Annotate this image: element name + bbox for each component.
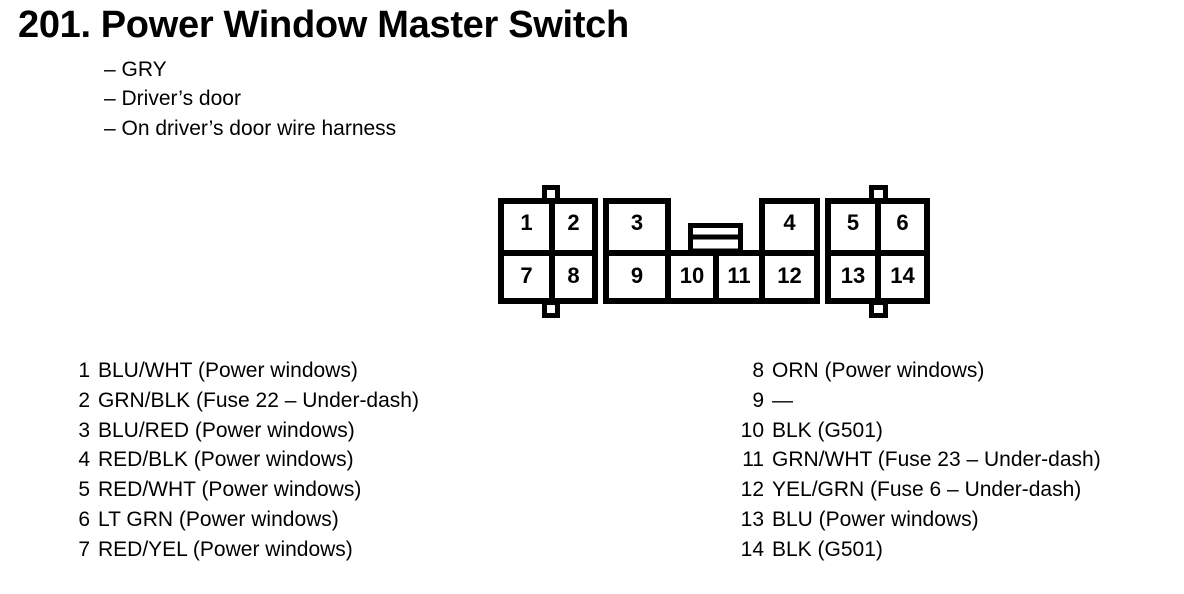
pin-number: 8 [752, 359, 764, 382]
connector-cell-9: 9 [631, 263, 643, 288]
pin-number: 9 [752, 388, 764, 412]
pin-row-7: 7 RED/YEL (Power windows) [62, 535, 419, 565]
pin-description: BLK (G501) [772, 418, 883, 442]
pin-list-left: 1 BLU/WHT (Power windows) 2 GRN/BLK (Fus… [62, 356, 419, 565]
pin-number: 10 [740, 418, 764, 442]
pin-description: RED/BLK (Power windows) [98, 448, 354, 472]
connector-cell-4: 4 [783, 210, 796, 235]
pin-number: 7 [78, 537, 90, 561]
pin-number: 11 [742, 448, 764, 472]
connector-cell-2: 2 [567, 210, 579, 235]
pin-row-11: 11 GRN/WHT (Fuse 23 – Under-dash) [736, 445, 1101, 475]
connector-cell-5: 5 [847, 210, 859, 235]
pin-row-6: 6 LT GRN (Power windows) [62, 505, 419, 535]
connector-cell-3: 3 [631, 210, 643, 235]
page-title: Power Window Master Switch [100, 4, 629, 46]
pin-row-2: 2 GRN/BLK (Fuse 22 – Under-dash) [62, 386, 419, 416]
connector-cell-13: 13 [841, 263, 865, 288]
pin-number: 1 [78, 359, 90, 382]
pin-number: 3 [78, 418, 90, 442]
pin-row-13: 13 BLU (Power windows) [736, 505, 1101, 535]
pin-description: — [772, 388, 793, 412]
connector-cell-8: 8 [567, 263, 579, 288]
pin-description: YEL/GRN (Fuse 6 – Under-dash) [772, 478, 1082, 502]
connector-cell-10: 10 [680, 263, 704, 288]
pin-number: 4 [78, 448, 90, 472]
pin-description: BLU/WHT (Power windows) [98, 359, 358, 382]
note-line-color: – GRY [104, 58, 167, 81]
connector-cell-14: 14 [890, 263, 915, 288]
pin-row-12: 12 YEL/GRN (Fuse 6 – Under-dash) [736, 475, 1101, 505]
connector-notes: – GRY – Driver’s door – On driver’s door… [104, 55, 396, 143]
pin-row-3: 3 BLU/RED (Power windows) [62, 416, 419, 446]
pin-description: BLK (G501) [772, 537, 883, 561]
pin-number: 6 [78, 507, 90, 531]
pin-description: GRN/WHT (Fuse 23 – Under-dash) [772, 448, 1101, 472]
pin-description: BLU/RED (Power windows) [98, 418, 355, 442]
page-header: 201. Power Window Master Switch [18, 4, 629, 47]
note-line-location: – Driver’s door [104, 87, 241, 111]
connector-cell-12: 12 [777, 263, 801, 288]
pin-description: RED/YEL (Power windows) [98, 537, 353, 561]
pin-row-5: 5 RED/WHT (Power windows) [62, 475, 419, 505]
pin-description: GRN/BLK (Fuse 22 – Under-dash) [98, 388, 419, 412]
connector-cell-6: 6 [896, 210, 908, 235]
pin-row-10: 10 BLK (G501) [736, 416, 1101, 446]
pin-number: 13 [740, 507, 764, 531]
connector-diagram: 1 2 3 4 5 6 7 8 9 10 11 12 13 14 [498, 185, 930, 318]
pin-description: LT GRN (Power windows) [98, 507, 339, 531]
section-number: 201. [18, 4, 91, 46]
pin-number: 12 [740, 478, 764, 502]
pin-description: RED/WHT (Power windows) [98, 478, 362, 502]
pin-row-9: 9 — [736, 386, 1101, 416]
pin-row-4: 4 RED/BLK (Power windows) [62, 445, 419, 475]
pin-description: BLU (Power windows) [772, 507, 979, 531]
pin-number: 14 [740, 537, 764, 561]
pin-list-right: 8 ORN (Power windows) 9 — 10 BLK (G501) … [736, 356, 1101, 565]
pin-number: 5 [78, 478, 90, 502]
pin-number: 2 [78, 388, 90, 412]
note-line-harness: – On driver’s door wire harness [104, 116, 397, 140]
pin-description: ORN (Power windows) [772, 359, 985, 382]
tab-bottom-left-icon [542, 300, 560, 318]
connector-cell-7: 7 [520, 263, 532, 288]
pin-row-8: 8 ORN (Power windows) [736, 356, 1101, 386]
pin-row-1: 1 BLU/WHT (Power windows) [62, 356, 419, 386]
pin-row-14: 14 BLK (G501) [736, 535, 1101, 565]
connector-cell-1: 1 [520, 210, 532, 235]
tab-bottom-right-icon [869, 300, 888, 318]
connector-cell-11: 11 [727, 263, 750, 288]
